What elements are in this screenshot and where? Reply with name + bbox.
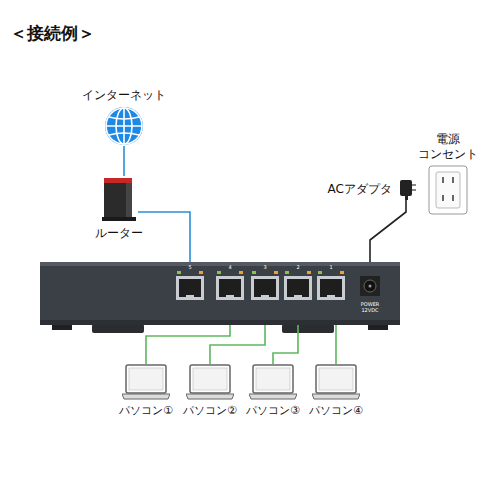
laptop: パソコン③: [249, 364, 297, 400]
port-number: 4: [228, 264, 231, 270]
router-icon: [100, 176, 138, 222]
node-label: パソコン③: [246, 404, 300, 417]
globe-icon: [104, 106, 144, 146]
internet-globe: インターネット: [104, 106, 144, 146]
node-label: 電源 コンセント: [415, 132, 481, 161]
power-label: POWER 12VDC: [357, 301, 383, 313]
port-number: 2: [296, 264, 299, 270]
cable-connector: [210, 325, 265, 364]
port-number: 5: [188, 264, 191, 270]
ac-adapter: ACアダプタ: [398, 178, 416, 200]
cable-connector: [273, 325, 298, 364]
cable-connector: [138, 212, 190, 262]
port-number: 1: [329, 264, 332, 270]
laptop-icon: [312, 364, 360, 400]
laptop-icon: [249, 364, 297, 400]
cable-connector: [370, 200, 406, 262]
laptop: パソコン④: [312, 364, 360, 400]
node-label: ルーター: [95, 226, 143, 240]
laptop-icon: [122, 364, 170, 400]
node-label: パソコン②: [183, 404, 237, 417]
rubber-foot: [92, 324, 144, 333]
node-label: ACアダプタ: [328, 182, 392, 196]
network-switch: 5 4 3 2 1POWER 12VDC: [40, 262, 400, 325]
switch-body: [40, 262, 400, 325]
rubber-foot: [282, 324, 334, 333]
diagram-title: ＜接続例＞: [10, 22, 95, 45]
laptop: パソコン①: [122, 364, 170, 400]
laptop: パソコン②: [186, 364, 234, 400]
laptop-icon: [186, 364, 234, 400]
cable-connector: [123, 146, 125, 176]
node-label: パソコン①: [119, 404, 173, 417]
node-label: インターネット: [82, 88, 166, 102]
power-outlet: 電源 コンセント: [428, 165, 468, 215]
ac-adapter-icon: [398, 178, 416, 200]
node-label: パソコン④: [309, 404, 363, 417]
port-number: 3: [263, 264, 266, 270]
cable-connector: [335, 325, 337, 364]
wall-outlet: [428, 165, 468, 215]
router: ルーター: [100, 176, 138, 222]
